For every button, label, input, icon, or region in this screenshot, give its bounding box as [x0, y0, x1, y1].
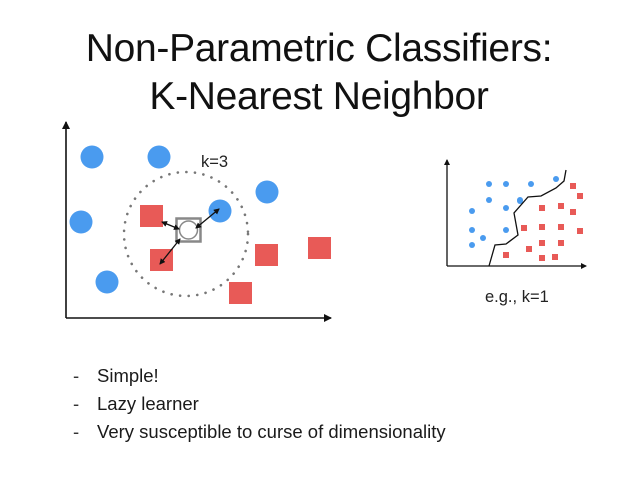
query-point-icon — [175, 217, 202, 243]
k1-label: e.g., k=1 — [485, 288, 549, 306]
class-b-squares — [140, 205, 331, 304]
bullet-text: Lazy learner — [97, 393, 199, 414]
slide-title-line-1: Non-Parametric Classifiers: — [85, 27, 553, 70]
bullet-marker: - — [73, 393, 80, 414]
main-plot: k=3 — [62, 121, 332, 322]
class-a-circles — [69, 145, 279, 294]
decision-boundary — [488, 169, 567, 267]
slide-title-line-2: K-Nearest Neighbor — [149, 75, 489, 118]
small-class-a-dots — [469, 176, 559, 248]
bullet-item: -Lazy learner — [73, 390, 446, 418]
bullet-marker: - — [73, 365, 80, 386]
bullet-marker: - — [73, 421, 80, 442]
neighborhood-dotted-circle — [122, 170, 250, 298]
small-plot: e.g., k=1 — [444, 159, 587, 306]
small-class-b-squares — [503, 183, 583, 261]
k3-label: k=3 — [201, 153, 228, 171]
neighbor-distance-arrows — [159, 208, 220, 265]
bullet-list: -Simple! -Lazy learner -Very susceptible… — [73, 362, 446, 446]
bullet-text: Very susceptible to curse of dimensional… — [97, 421, 446, 442]
bullet-text: Simple! — [97, 365, 159, 386]
bullet-item: -Simple! — [73, 362, 446, 390]
bullet-item: -Very susceptible to curse of dimensiona… — [73, 418, 446, 446]
